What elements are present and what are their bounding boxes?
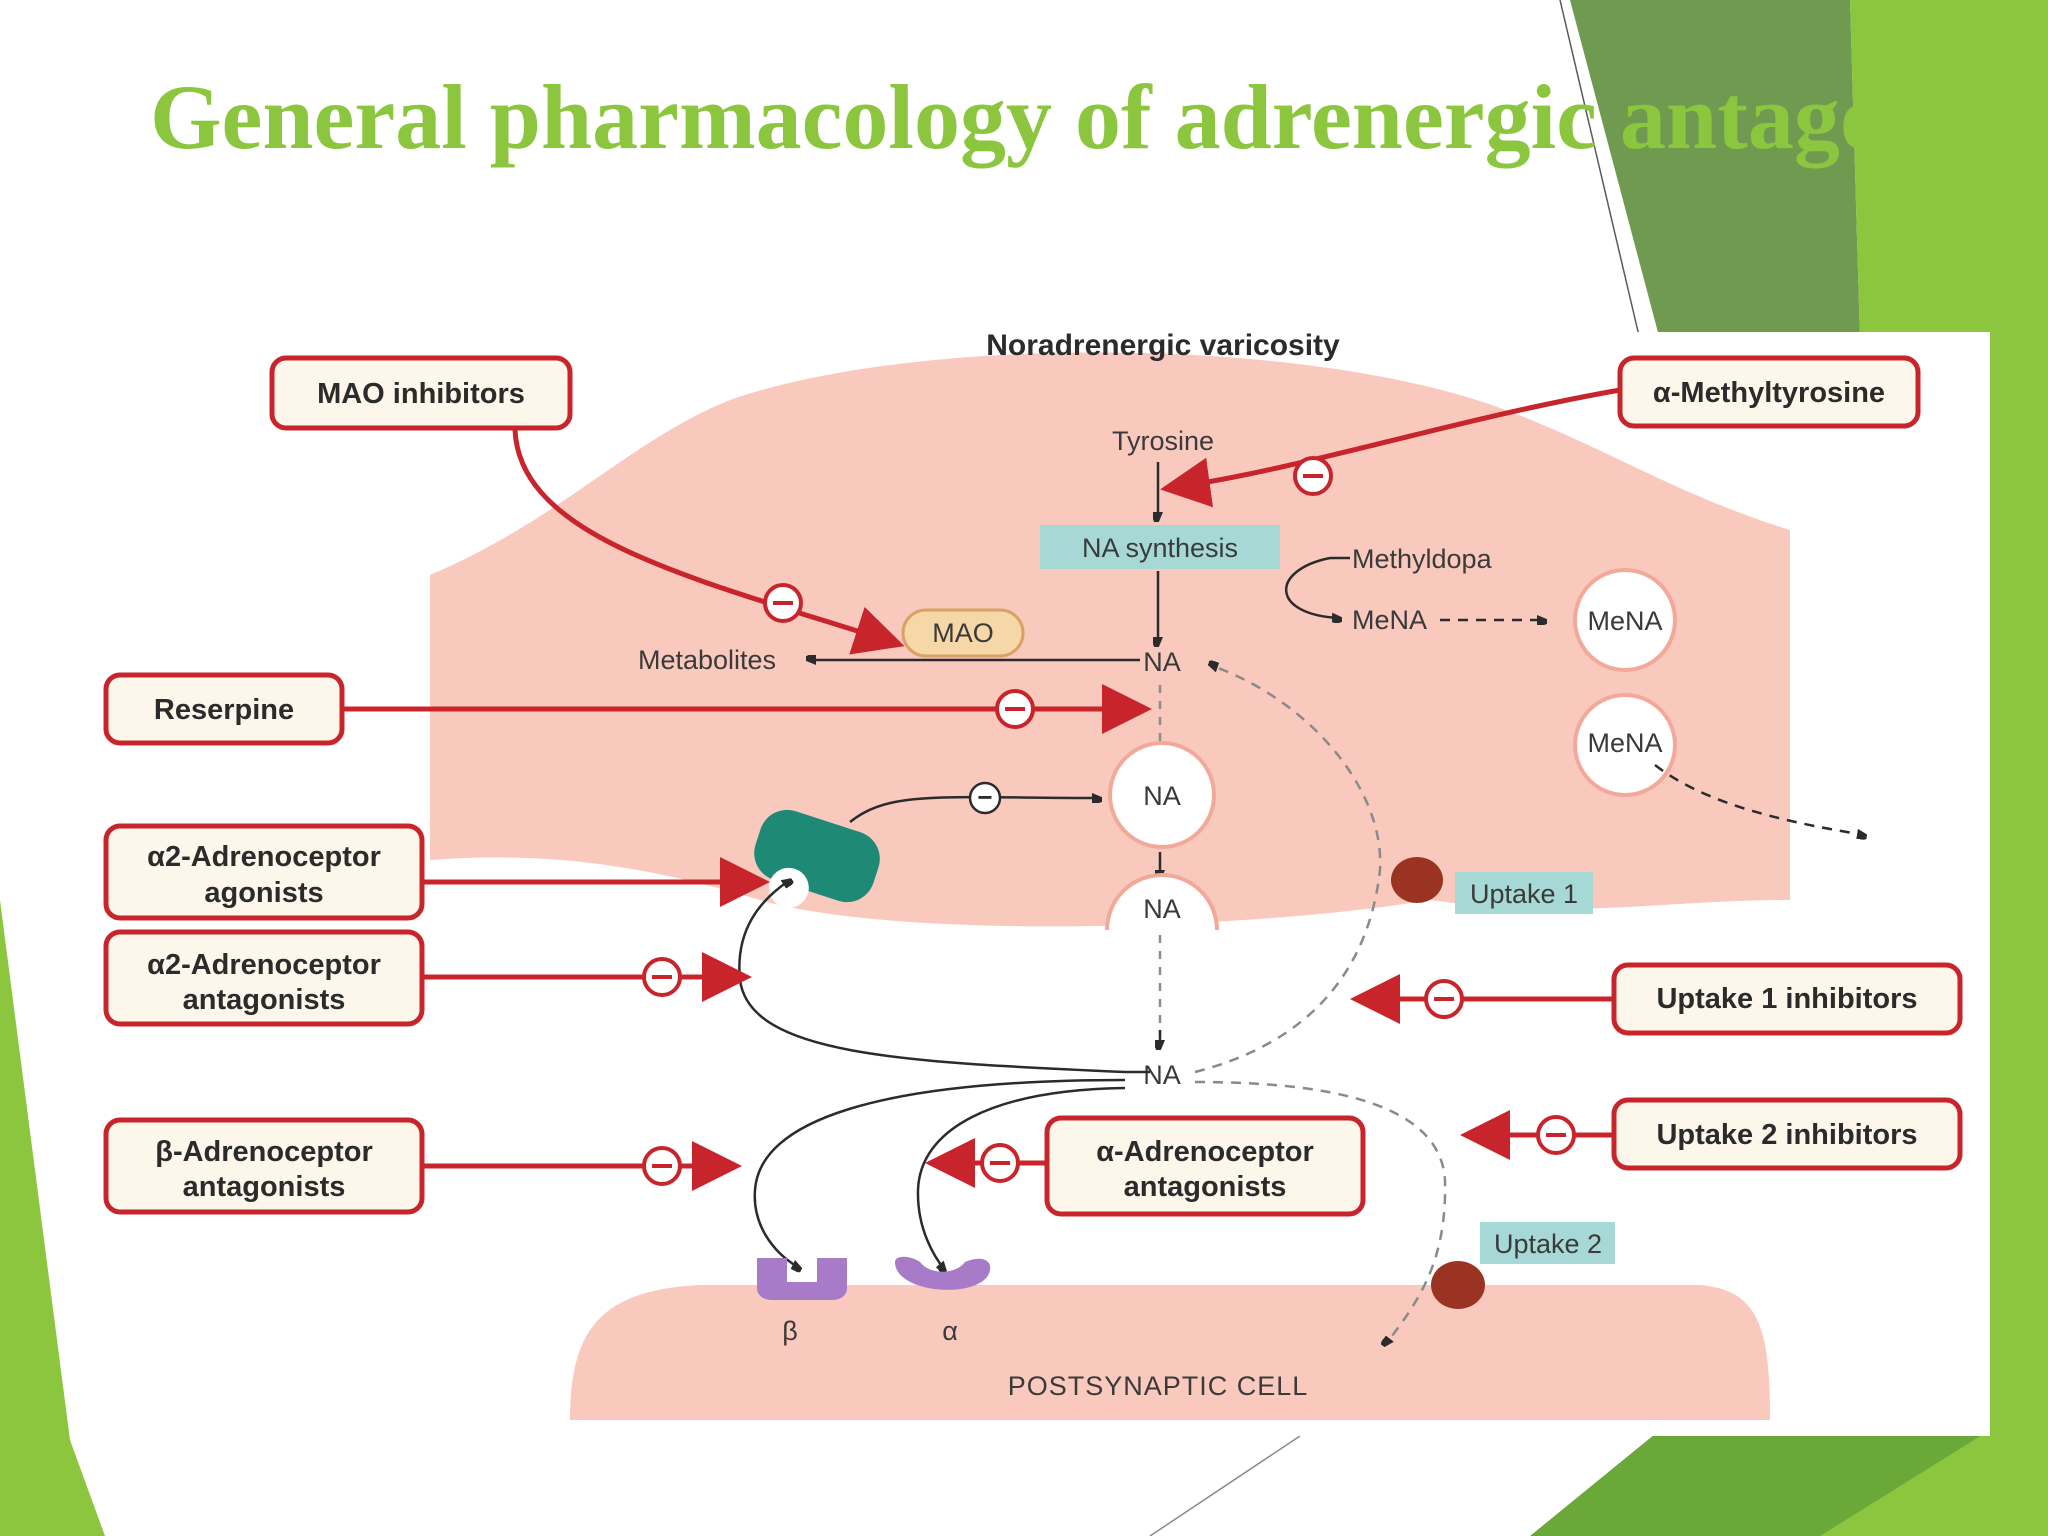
postsynaptic-cell: [570, 1285, 1770, 1420]
uptake2-label-box: [1480, 1222, 1615, 1264]
uptake1-inhibitors-label: Uptake 1 inhibitors: [1656, 983, 1917, 1015]
mao-inhibitors-label: MAO inhibitors: [317, 378, 525, 410]
na-synthesis-box: [1040, 525, 1280, 569]
na-synthesis-label: NA synthesis: [1082, 533, 1238, 563]
uptake1-transporter: [1391, 857, 1443, 903]
alpha-methyltyrosine-label: α-Methyltyrosine: [1653, 377, 1885, 409]
autoreceptor-inhibit-sign: −: [977, 782, 992, 812]
inhibit-symbol-methyltyrosine: [1293, 456, 1333, 496]
alpha-receptor: [895, 1256, 991, 1290]
na-vesicle-1: [1108, 741, 1216, 849]
uptake2-inhibitors-label: Uptake 2 inhibitors: [1656, 1119, 1917, 1151]
alpha2-antagonists-label-2: antagonists: [183, 984, 346, 1016]
mena-vesicle-1: [1573, 568, 1677, 672]
beta-receptor: [757, 1258, 847, 1300]
inhibit-symbol-uptake2: [1536, 1115, 1576, 1155]
alpha-antagonists-label-1: α-Adrenoceptor: [1096, 1136, 1314, 1168]
inhibit-symbol-alpha2-antagonists: [642, 957, 682, 997]
na-vesicle-1-label: NA: [1143, 781, 1181, 811]
mao-inhibitor-line: [512, 429, 905, 655]
beta-antagonists-label-2: antagonists: [183, 1171, 346, 1203]
reserpine-label: Reserpine: [154, 694, 294, 726]
decor-light-green-panel: [1850, 0, 2048, 340]
beta-antagonists-label-1: β-Adrenoceptor: [155, 1136, 373, 1168]
postsynaptic-label: POSTSYNAPTIC CELL: [1008, 1371, 1309, 1401]
alpha-antagonists-label-2: antagonists: [1124, 1171, 1287, 1203]
mena-label: MeNA: [1352, 605, 1427, 635]
decor-right-edge-bar: [1990, 340, 2048, 1440]
alpha2-agonists-box: [103, 823, 425, 921]
metabolites-label: Metabolites: [638, 645, 776, 675]
autoreceptor-feedback-arrow: [849, 797, 1100, 823]
mena-release-arrow: [1654, 764, 1865, 835]
methyldopa-label: Methyldopa: [1352, 544, 1493, 574]
uptake2-path: [1194, 1080, 1447, 1345]
na-vesicle-2-fusing: [1105, 873, 1219, 931]
beta-label: β: [782, 1316, 798, 1346]
slide-title: General pharmacology of adrenergic antag…: [150, 66, 2029, 168]
mena-vesicle-2: [1573, 693, 1677, 797]
alpha2-antagonists-label-1: α2-Adrenoceptor: [147, 949, 381, 981]
mao-inhibitors-box: [269, 355, 573, 431]
uptake2-label: Uptake 2: [1494, 1229, 1602, 1259]
inhibition-symbols: [642, 456, 1576, 1186]
decor-thin-line-bottom: [1149, 1435, 1301, 1536]
inhibit-symbol-alpha-antagonists: [980, 1143, 1020, 1183]
inhibit-symbol-beta-antagonists: [642, 1146, 682, 1186]
alpha2-agonists-label-1: α2-Adrenoceptor: [147, 841, 381, 873]
uptake1-path: [1194, 665, 1382, 1074]
uptake1-label: Uptake 1: [1470, 879, 1578, 909]
autoreceptor-inhibit-symbol: [968, 781, 1002, 815]
decor-thin-line-top: [1559, 0, 1641, 341]
decor-left-triangle: [0, 900, 105, 1536]
alpha-label: α: [942, 1316, 958, 1346]
mena-vesicle-1-label: MeNA: [1587, 606, 1662, 636]
varicosity-cell: [430, 352, 1790, 927]
na-vesicle-2-label: NA: [1143, 894, 1181, 924]
alpha-methyltyrosine-line: [1160, 387, 1621, 508]
inhibit-symbol-reserpine: [995, 689, 1035, 729]
varicosity-heading: Noradrenergic varicosity: [986, 329, 1340, 362]
alpha-antagonists-box: [1044, 1115, 1366, 1217]
na-cytosol-label: NA: [1143, 647, 1181, 677]
decor-dark-green-panel: [1570, 0, 1860, 340]
na-to-alpha-arrow: [916, 1086, 1126, 1270]
mena-vesicle-2-label: MeNA: [1587, 728, 1662, 758]
inhibit-symbol-mao: [763, 583, 803, 623]
uptake1-label-box: [1455, 872, 1593, 914]
mao-label: MAO: [932, 618, 994, 648]
uptake2-transporter: [1431, 1261, 1485, 1309]
na-synaptic-label: NA: [1143, 1060, 1181, 1090]
methyldopa-curve: [1285, 556, 1340, 618]
na-to-autoreceptor-arrow: [738, 880, 1126, 1074]
tyrosine-label: Tyrosine: [1112, 426, 1214, 456]
decor-bottom-right-light: [1820, 1430, 2048, 1536]
alpha2-agonists-label-2: agonists: [204, 877, 323, 909]
inhibit-symbol-uptake1: [1424, 979, 1464, 1019]
na-to-beta-arrow: [753, 1078, 1126, 1268]
